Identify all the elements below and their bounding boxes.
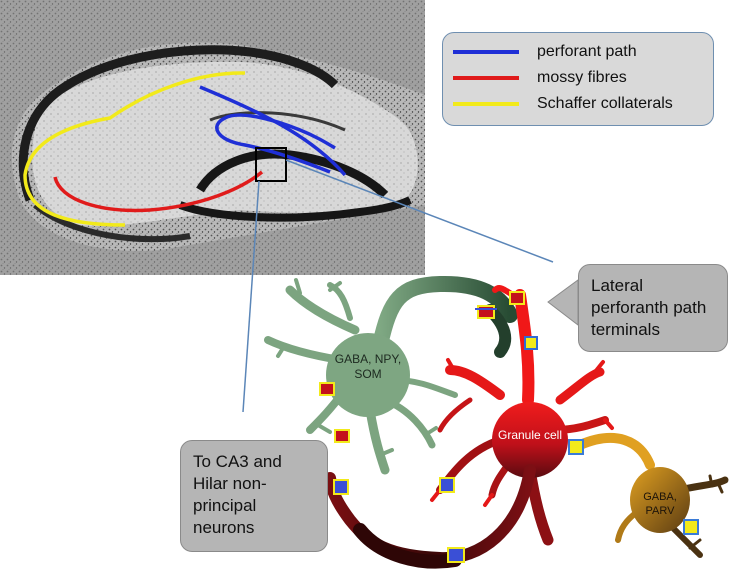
legend-swatch-mossy-fibres: [453, 76, 519, 80]
legend-label: mossy fibres: [537, 69, 627, 86]
receptor-cluster: [334, 429, 350, 443]
zoom-region-box: [255, 147, 287, 182]
legend-swatch-schaffer-collaterals: [453, 102, 519, 106]
callout-arrow: [547, 279, 579, 327]
mossy-fibres-trace: [53, 170, 264, 213]
legend-label: perforant path: [537, 43, 637, 60]
basket-cell: [575, 432, 729, 558]
legend-swatch-perforant-path: [453, 50, 519, 54]
zoom-connectors: [242, 159, 554, 413]
somatostatin-interneuron: [264, 275, 518, 475]
perforant-path-trace-inner: [215, 113, 336, 174]
receptor-cluster: [524, 336, 538, 350]
legend-item-mossy-fibres: mossy fibres: [453, 67, 627, 89]
receptor-cluster: [475, 305, 497, 319]
ca3-hilar-callout: To CA3 and Hilar non-principal neurons: [180, 440, 328, 552]
callout-text: To CA3 and Hilar non-principal neurons: [193, 452, 282, 537]
receptor-cluster: [333, 479, 349, 495]
pathway-traces: [23, 71, 347, 227]
granule-cell-label: Granule cell: [497, 428, 563, 442]
receptor-clusters: [319, 291, 699, 563]
lateral-perforant-path-callout: Lateral perforanth path terminals: [578, 264, 728, 352]
interneuron-label: GABA, NPY, SOM: [334, 352, 402, 381]
basket-cell-label: GABA, PARV: [643, 491, 677, 517]
legend-label: Schaffer collaterals: [537, 95, 673, 112]
hippocampus-micrograph: [0, 0, 425, 275]
receptor-cluster: [568, 439, 584, 455]
receptor-cluster: [319, 382, 335, 396]
receptor-cluster: [447, 547, 465, 563]
receptor-cluster: [683, 519, 699, 535]
legend: perforant path mossy fibres Schaffer col…: [442, 32, 714, 126]
callout-text: Lateral perforanth path terminals: [591, 276, 707, 339]
legend-item-schaffer-collaterals: Schaffer collaterals: [453, 93, 673, 115]
schaffer-collaterals-trace: [23, 71, 246, 227]
receptor-cluster: [439, 477, 455, 493]
perforant-path-trace-outer: [199, 85, 347, 177]
receptor-cluster: [509, 291, 525, 305]
legend-item-perforant-path: perforant path: [453, 41, 637, 63]
granule-cell: [324, 285, 614, 569]
